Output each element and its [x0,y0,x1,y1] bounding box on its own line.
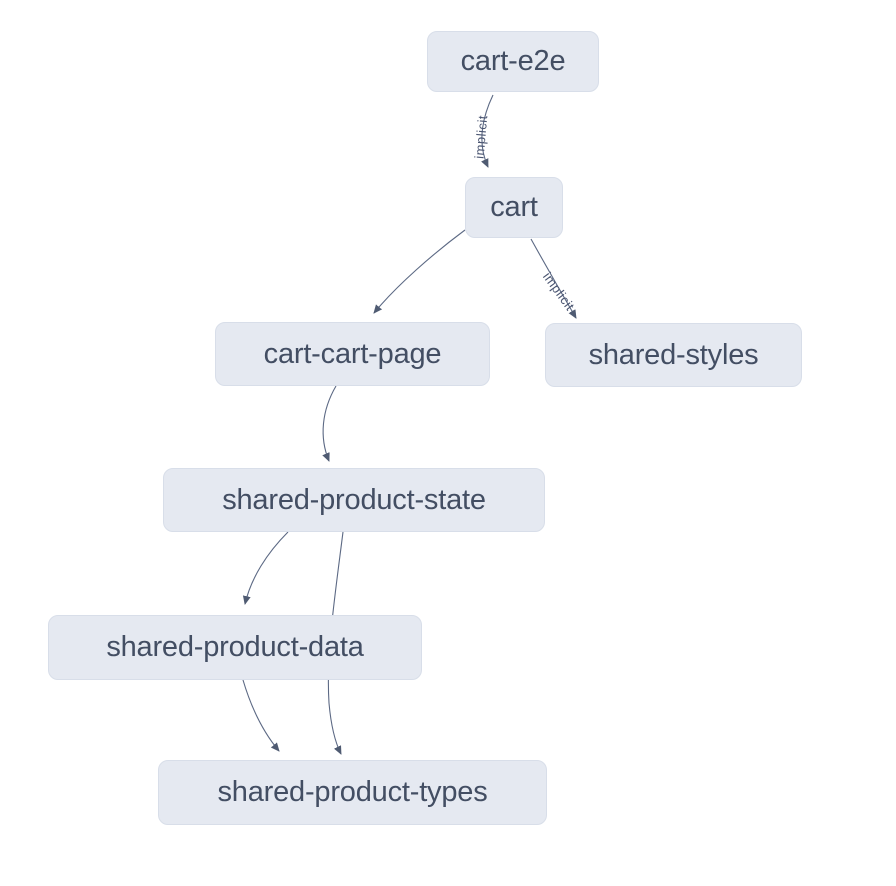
edge-cart-to-shared-styles [530,238,577,319]
node-label-cart-cart-page: cart-cart-page [263,337,442,370]
edge-cart-e2e-to-cart [481,94,494,168]
node-label-shared-product-data: shared-product-data [106,631,364,663]
node-cart-cart-page[interactable]: cart-cart-page [215,322,490,386]
edge-label-cart-to-shared-styles: implicit [540,269,578,313]
node-label-shared-styles: shared-styles [588,338,759,371]
node-shared-product-state[interactable]: shared-product-state [163,468,545,532]
edge-cart-to-cart-cart-page [373,229,466,314]
edge-shared-product-state-to-shared-product-types [327,531,344,755]
node-label-cart: cart [490,191,538,223]
node-cart[interactable]: cart [465,177,563,238]
edge-cart-cart-page-to-shared-product-state [322,385,337,462]
edge-label-cart-e2e-to-cart: implicit [472,114,491,159]
node-shared-product-data[interactable]: shared-product-data [48,615,422,680]
node-label-shared-product-types: shared-product-types [217,776,488,808]
node-label-cart-e2e: cart-e2e [460,45,566,77]
node-shared-product-types[interactable]: shared-product-types [158,760,547,825]
edge-shared-product-data-to-shared-product-types [242,679,280,752]
node-label-shared-product-state: shared-product-state [222,483,486,516]
node-cart-e2e[interactable]: cart-e2e [427,31,599,92]
edge-shared-product-state-to-shared-product-data [242,531,289,605]
node-shared-styles[interactable]: shared-styles [545,323,802,387]
